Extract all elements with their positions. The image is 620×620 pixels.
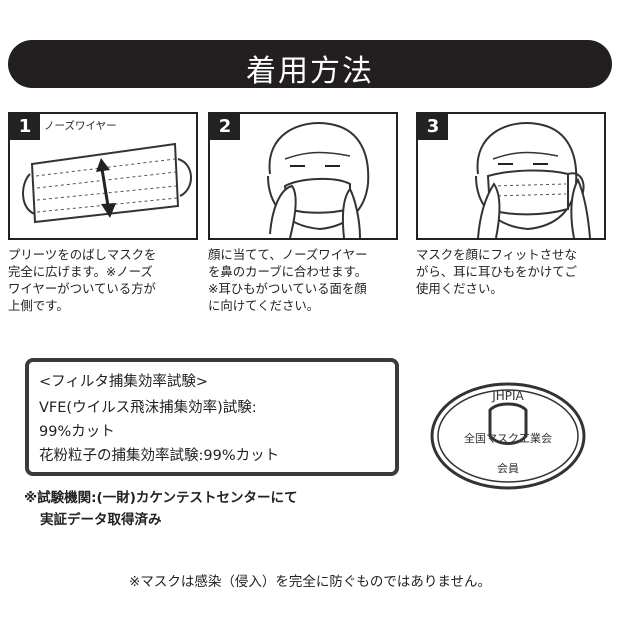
step-2-panel: 2 — [208, 112, 398, 240]
step-1-desc-line-1: プリーツをのばしマスクを — [8, 247, 157, 262]
step-2-desc-line-3: ※耳ひもがついている面を顔 — [208, 281, 367, 296]
step-2-description: 顔に当てて、ノーズワイヤー を鼻のカーブに合わせます。 ※耳ひもがついている面を… — [208, 246, 404, 314]
filter-pollen: 花粉粒子の捕集効率試験:99%カット — [39, 448, 280, 464]
title-bar: 着用方法 — [8, 40, 612, 89]
page-title: 着用方法 — [246, 54, 374, 89]
nose-wire-label: ノーズワイヤー — [44, 120, 117, 132]
filter-heading: <フィルタ捕集効率試験> — [39, 374, 209, 390]
step-2-desc-line-4: に向けてください。 — [208, 298, 320, 313]
mask-illustration — [22, 142, 192, 224]
filter-vfe-result: 99%カット — [39, 424, 115, 440]
step-1-desc-line-4: 上側です。 — [8, 298, 69, 313]
step-3-panel: 3 — [416, 112, 606, 240]
step-3-description: マスクを顔にフィットさせな がら、耳に耳ひもをかけてご 使用ください。 — [416, 246, 612, 297]
step-1-number: 1 — [10, 114, 40, 140]
disclaimer: ※マスクは感染（侵入）を完全に防ぐものではありません。 — [129, 574, 491, 590]
institution-line-2: 実証データ取得済み — [40, 512, 162, 528]
filter-vfe: VFE(ウイルス飛沫捕集効率)試験: — [39, 400, 257, 416]
step-1-desc-line-3: ワイヤーがついている方が — [8, 281, 156, 296]
logo-middle-text: 全国マスク工業会 — [464, 431, 552, 445]
jhpia-member-logo: JHPIA 全国マスク工業会 会員 — [430, 382, 586, 490]
step-3-desc-line-1: マスクを顔にフィットさせな — [416, 247, 577, 262]
step-1-description: プリーツをのばしマスクを 完全に広げます。※ノーズ ワイヤーがついている方が 上… — [8, 246, 204, 314]
step-2-number: 2 — [210, 114, 240, 140]
logo-top-text: JHPIA — [491, 389, 524, 403]
step-1-desc-line-2: 完全に広げます。※ノーズ — [8, 264, 153, 279]
step-3-desc-line-3: 使用ください。 — [416, 281, 503, 296]
face-fitting-illustration — [267, 122, 370, 238]
ear-loop-illustration — [475, 122, 591, 238]
step-2-desc-line-1: 顔に当てて、ノーズワイヤー — [208, 247, 368, 262]
logo-bottom-text: 会員 — [497, 462, 519, 475]
institution-line-1: ※試験機関:(一財)カケンテストセンターにて — [24, 490, 298, 506]
step-3-number: 3 — [418, 114, 448, 140]
filter-test-box: <フィルタ捕集効率試験> VFE(ウイルス飛沫捕集効率)試験: 99%カット 花… — [25, 358, 399, 476]
step-1-panel: 1 ノーズワイヤー — [8, 112, 198, 240]
step-3-desc-line-2: がら、耳に耳ひもをかけてご — [416, 264, 578, 279]
step-2-desc-line-2: を鼻のカーブに合わせます。 — [208, 264, 368, 279]
